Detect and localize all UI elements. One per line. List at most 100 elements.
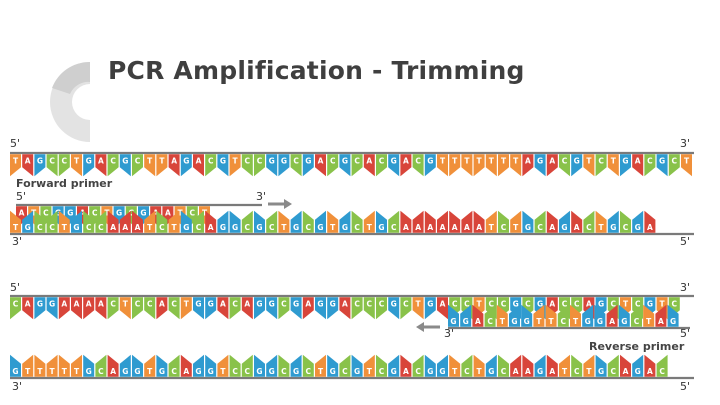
svg-text:G: G [12,367,18,376]
svg-text:A: A [19,209,25,218]
svg-text:G: G [450,317,456,326]
svg-text:G: G [659,157,665,166]
base-A: A [71,297,82,320]
base-A: A [180,354,192,377]
svg-text:C: C [574,300,580,309]
base-C: C [327,154,339,177]
svg-text:G: G [86,157,92,166]
svg-text:T: T [147,157,153,166]
svg-text:G: G [621,317,627,326]
svg-text:A: A [647,367,653,376]
base-G: G [290,210,302,233]
svg-text:C: C [623,223,629,232]
svg-text:T: T [25,367,31,376]
base-C: C [266,210,278,233]
base-G: G [351,354,363,377]
svg-text:A: A [159,300,165,309]
svg-text:A: A [366,157,372,166]
svg-text:G: G [269,367,275,376]
base-A: A [107,210,119,233]
svg-text:G: G [55,209,61,218]
svg-text:G: G [574,157,580,166]
svg-text:G: G [183,223,189,232]
base-C: C [302,210,314,233]
svg-text:T: T [452,157,458,166]
svg-text:G: G [342,157,348,166]
svg-text:A: A [25,157,31,166]
svg-text:T: T [318,367,324,376]
base-A: A [241,297,253,320]
base-A: A [339,297,351,320]
base-A: A [119,210,131,233]
svg-text:C: C [232,300,238,309]
last-strand-3prime-label: 3' [12,380,23,393]
base-C: C [83,210,95,233]
base-A: A [400,154,412,177]
svg-text:G: G [463,317,469,326]
svg-text:A: A [342,300,348,309]
svg-text:A: A [171,157,177,166]
svg-text:C: C [49,157,55,166]
svg-text:C: C [672,300,678,309]
base-C: C [351,297,363,320]
base-A: A [217,297,229,320]
svg-text:A: A [110,367,116,376]
base-G: G [119,354,131,377]
base-C: C [534,210,546,233]
svg-text:G: G [391,157,397,166]
svg-text:C: C [487,317,493,326]
base-T: T [22,354,34,377]
svg-text:G: G [513,300,519,309]
base-G: G [217,154,229,177]
svg-text:T: T [573,317,579,326]
base-A: A [302,297,314,320]
svg-text:G: G [86,367,92,376]
svg-text:T: T [50,367,56,376]
base-T: T [144,210,156,233]
svg-text:A: A [427,223,433,232]
svg-text:G: G [208,300,214,309]
svg-text:C: C [342,367,348,376]
svg-text:A: A [403,223,409,232]
base-A: A [461,210,473,233]
base-A: A [546,154,558,177]
svg-text:C: C [98,367,104,376]
svg-text:T: T [330,223,336,232]
base-A: A [644,210,656,233]
svg-text:A: A [305,300,311,309]
base-A: A [193,154,204,177]
base-C: C [363,297,375,320]
base-A: A [655,304,667,327]
svg-text:T: T [123,300,129,309]
svg-text:A: A [403,367,409,376]
svg-text:G: G [585,317,591,326]
svg-text:C: C [367,300,373,309]
base-G: G [156,354,168,377]
svg-text:T: T [684,157,690,166]
base-T: T [485,210,497,233]
base-G: G [22,210,34,233]
forward-primer-5prime-label: 5' [16,190,27,203]
svg-text:C: C [672,157,678,166]
svg-text:T: T [536,317,542,326]
base-T: T [437,154,448,177]
svg-text:T: T [611,157,617,166]
svg-text:T: T [586,367,592,376]
base-A: A [83,297,95,320]
base-C: C [144,297,156,320]
base-A: A [315,154,326,177]
base-T: T [217,354,229,377]
base-G: G [437,354,448,377]
svg-text:G: G [49,300,55,309]
svg-text:G: G [140,209,146,218]
reverse-primer-label: Reverse primer [589,340,685,353]
base-G: G [339,210,351,233]
svg-text:C: C [598,157,604,166]
base-T: T [119,297,131,320]
svg-text:T: T [646,317,652,326]
base-G: G [339,154,351,177]
base-T: T [156,154,168,177]
svg-text:A: A [513,367,519,376]
base-G: G [10,354,21,377]
